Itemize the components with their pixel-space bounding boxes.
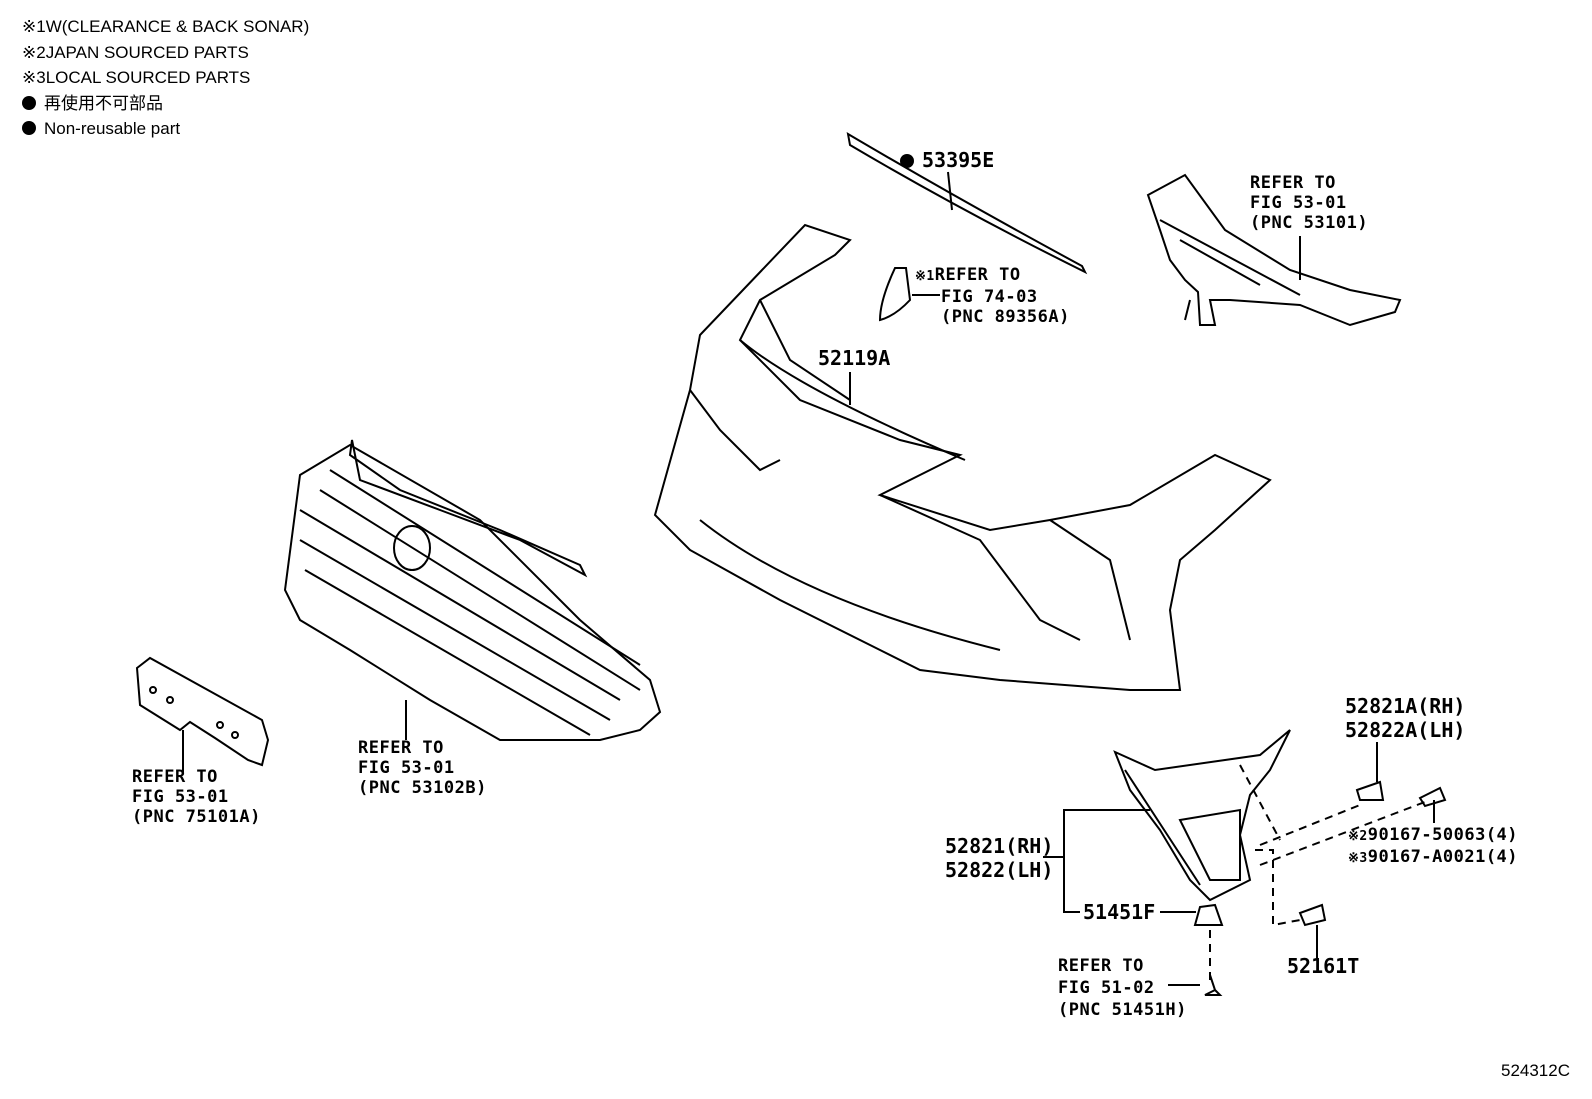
clip-part xyxy=(1355,780,1385,801)
sonar-cover-part xyxy=(878,267,912,322)
assembly-dashed-lines xyxy=(1209,764,1431,985)
non-reusable-icon xyxy=(900,154,914,168)
part-label-screw: ※290167-50063(4)※390167-A0021(4) xyxy=(1348,825,1519,867)
part-label-molding: 53395E xyxy=(900,148,994,172)
bumper-cover-part xyxy=(653,223,1272,691)
bullet-icon xyxy=(22,95,36,110)
legend-nonreusable-en: Non-reusable part xyxy=(22,116,309,142)
bolt-part xyxy=(1204,974,1223,996)
radiator-grille-detail xyxy=(299,469,641,736)
part-label-bumper-cover: 52119A xyxy=(818,346,891,370)
legend-note-1: ※1W(CLEARANCE & BACK SONAR) xyxy=(22,17,310,36)
part-label-nut: 51451F xyxy=(1083,900,1156,924)
part-label-side-garnish: 52821(RH)52822(LH) xyxy=(945,834,1054,882)
radiator-grille-part xyxy=(283,443,662,741)
bracket-part xyxy=(1298,903,1327,927)
side-garnish-detail xyxy=(1124,769,1241,886)
sonar-reference: ※1REFER TO FIG 74-03 (PNC 89356A) xyxy=(915,265,1070,327)
bullet-icon xyxy=(22,121,36,135)
legend-note-3: ※3LOCAL SOURCED PARTS xyxy=(22,68,251,87)
bumper-cover-detail xyxy=(689,299,1131,651)
molding-strip-part xyxy=(846,132,1088,275)
bumper-reinforcement-part xyxy=(1146,173,1402,327)
leader-line xyxy=(1063,809,1150,913)
grille-upper-molding-part xyxy=(348,439,588,578)
legend-nonreusable-jp: 再使用不可部品 xyxy=(22,91,309,117)
legend: ※1W(CLEARANCE & BACK SONAR) ※2JAPAN SOUR… xyxy=(22,14,309,142)
license-plate-bracket-part xyxy=(135,656,270,767)
leader-line xyxy=(947,171,953,211)
part-label-bracket: 52161T xyxy=(1287,954,1360,978)
legend-note-2: ※2JAPAN SOURCED PARTS xyxy=(22,42,249,62)
emblem-part xyxy=(393,525,431,571)
nut-part xyxy=(1193,903,1224,926)
figure-code: 524312C xyxy=(1500,1061,1570,1080)
side-garnish-part xyxy=(1113,729,1291,902)
bumper-reinforcement-detail xyxy=(1159,219,1301,321)
part-label-clip: 52821A(RH)52822A(LH) xyxy=(1345,694,1466,742)
